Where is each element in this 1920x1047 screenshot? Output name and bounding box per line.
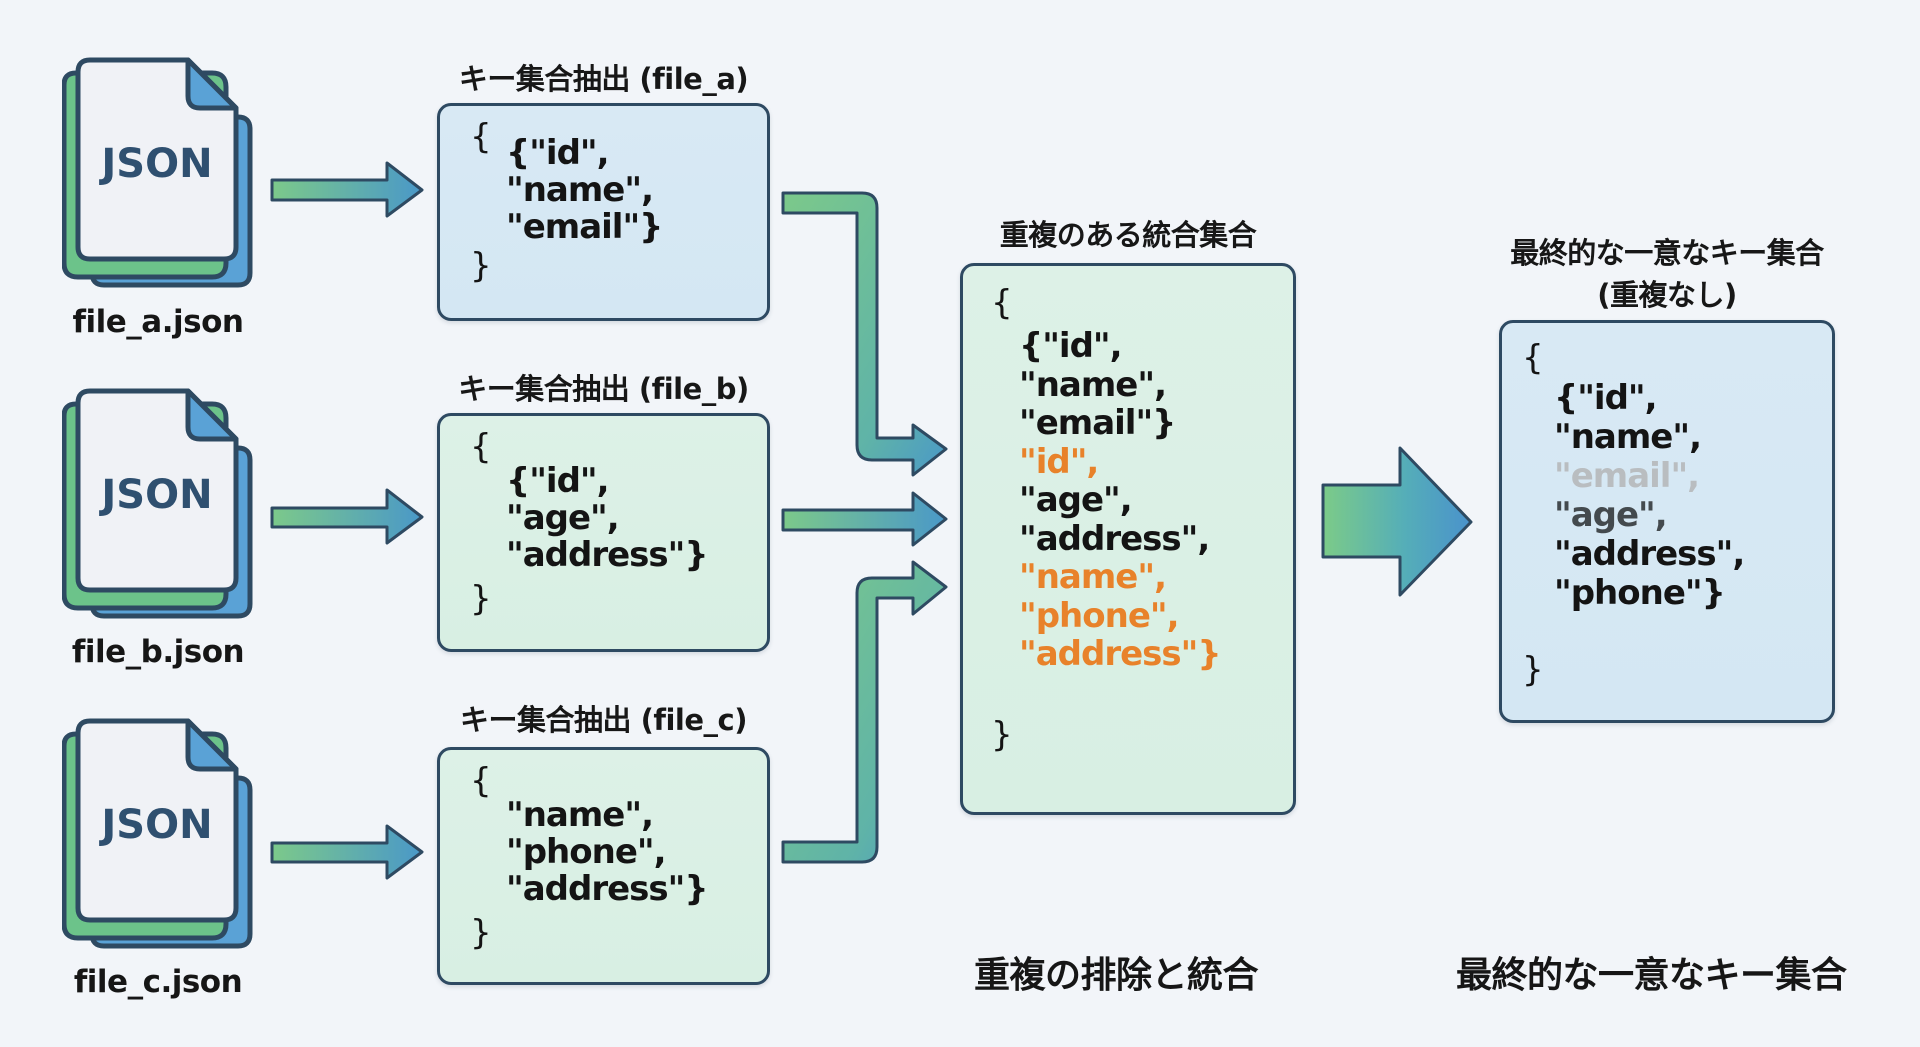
arrow-extract-b-to-merged bbox=[781, 491, 948, 547]
open-brace: { bbox=[470, 427, 492, 467]
duplicate-key-line: "name", bbox=[1019, 557, 1167, 597]
open-brace: { bbox=[991, 283, 1013, 323]
key-line: "phone"} bbox=[1554, 573, 1726, 613]
key-line: {"id", bbox=[506, 133, 610, 173]
key-line: "age", bbox=[1019, 480, 1133, 520]
open-brace: { bbox=[1522, 338, 1544, 378]
extract-title: キー集合抽出 (file_a) bbox=[458, 62, 749, 96]
arrow-extract-c-to-merged bbox=[781, 560, 948, 864]
close-brace: } bbox=[1522, 650, 1544, 690]
json-file-icon: JSON bbox=[61, 388, 253, 619]
source-filename: file_c.json bbox=[73, 964, 243, 1000]
source-filename: file_b.json bbox=[71, 634, 245, 670]
extracted-key-set-box: { "name","phone","address"}} bbox=[437, 747, 770, 985]
final-unique-set-box: {{"id","name","email","age","address","p… bbox=[1499, 320, 1835, 723]
close-brace: } bbox=[991, 715, 1013, 755]
duplicate-key-line: "phone", bbox=[1019, 595, 1180, 636]
arrow-file-b-to-extract-b bbox=[270, 488, 424, 545]
arrow-extract-a-to-merged bbox=[781, 191, 948, 477]
json-icon-label: JSON bbox=[98, 472, 212, 518]
removed-key-line: "email", bbox=[1554, 456, 1700, 496]
close-brace: } bbox=[470, 246, 492, 286]
arrow-merged-to-final bbox=[1321, 446, 1473, 597]
extracted-key-set-box: { {"id","name","email"}} bbox=[437, 103, 770, 321]
key-line: "address"} bbox=[506, 869, 709, 909]
extract-title: キー集合抽出 (file_c) bbox=[460, 703, 747, 737]
duplicate-key-line: "id", bbox=[1019, 441, 1099, 482]
key-line: "age", bbox=[506, 498, 620, 538]
key-line: "name", bbox=[1019, 364, 1167, 405]
source-filename: file_a.json bbox=[72, 304, 244, 340]
source-file-icon: JSON bbox=[61, 57, 254, 289]
json-icon-label: JSON bbox=[98, 802, 212, 848]
open-brace: { bbox=[470, 761, 492, 801]
extracted-key-set-box: { {"id","age","address"}} bbox=[437, 413, 770, 652]
final-set-title-line2: (重複なし) bbox=[1597, 278, 1737, 312]
json-file-icon: JSON bbox=[61, 718, 253, 949]
key-line: "age", bbox=[1554, 495, 1668, 535]
arrow-file-c-to-extract-c bbox=[270, 824, 424, 880]
source-file-icon: JSON bbox=[61, 388, 254, 620]
final-set-title-line1: 最終的な一意なキー集合 bbox=[1510, 236, 1824, 270]
source-file-icon: JSON bbox=[61, 718, 254, 950]
key-line: "address", bbox=[1019, 518, 1210, 559]
key-line: {"id", bbox=[506, 461, 610, 501]
arrow-file-a-to-extract-a bbox=[270, 161, 424, 218]
key-line: "address", bbox=[1554, 534, 1745, 574]
close-brace: } bbox=[470, 579, 492, 619]
merged-set-title: 重複のある統合集合 bbox=[999, 218, 1257, 252]
merged-set-box: {{"id","name","email"}"id","age","addres… bbox=[960, 263, 1296, 815]
close-brace: } bbox=[470, 913, 492, 953]
key-line: "address"} bbox=[506, 535, 709, 575]
extract-title: キー集合抽出 (file_b) bbox=[458, 372, 749, 406]
dedupe-merge-caption: 重複の排除と統合 bbox=[974, 955, 1259, 996]
key-line: "email"} bbox=[1019, 403, 1176, 443]
key-line: {"id", bbox=[1019, 326, 1123, 366]
key-line: "name", bbox=[506, 170, 654, 210]
json-icon-label: JSON bbox=[98, 141, 212, 187]
duplicate-key-line: "address"} bbox=[1019, 634, 1222, 674]
key-line: "phone", bbox=[506, 832, 667, 872]
key-line: "email"} bbox=[506, 207, 663, 247]
json-file-icon: JSON bbox=[61, 57, 253, 288]
open-brace: { bbox=[470, 117, 492, 157]
final-set-caption: 最終的な一意なキー集合 bbox=[1456, 955, 1847, 996]
key-line: "name", bbox=[506, 795, 654, 835]
key-line: "name", bbox=[1554, 417, 1702, 457]
key-line: {"id", bbox=[1554, 378, 1658, 418]
